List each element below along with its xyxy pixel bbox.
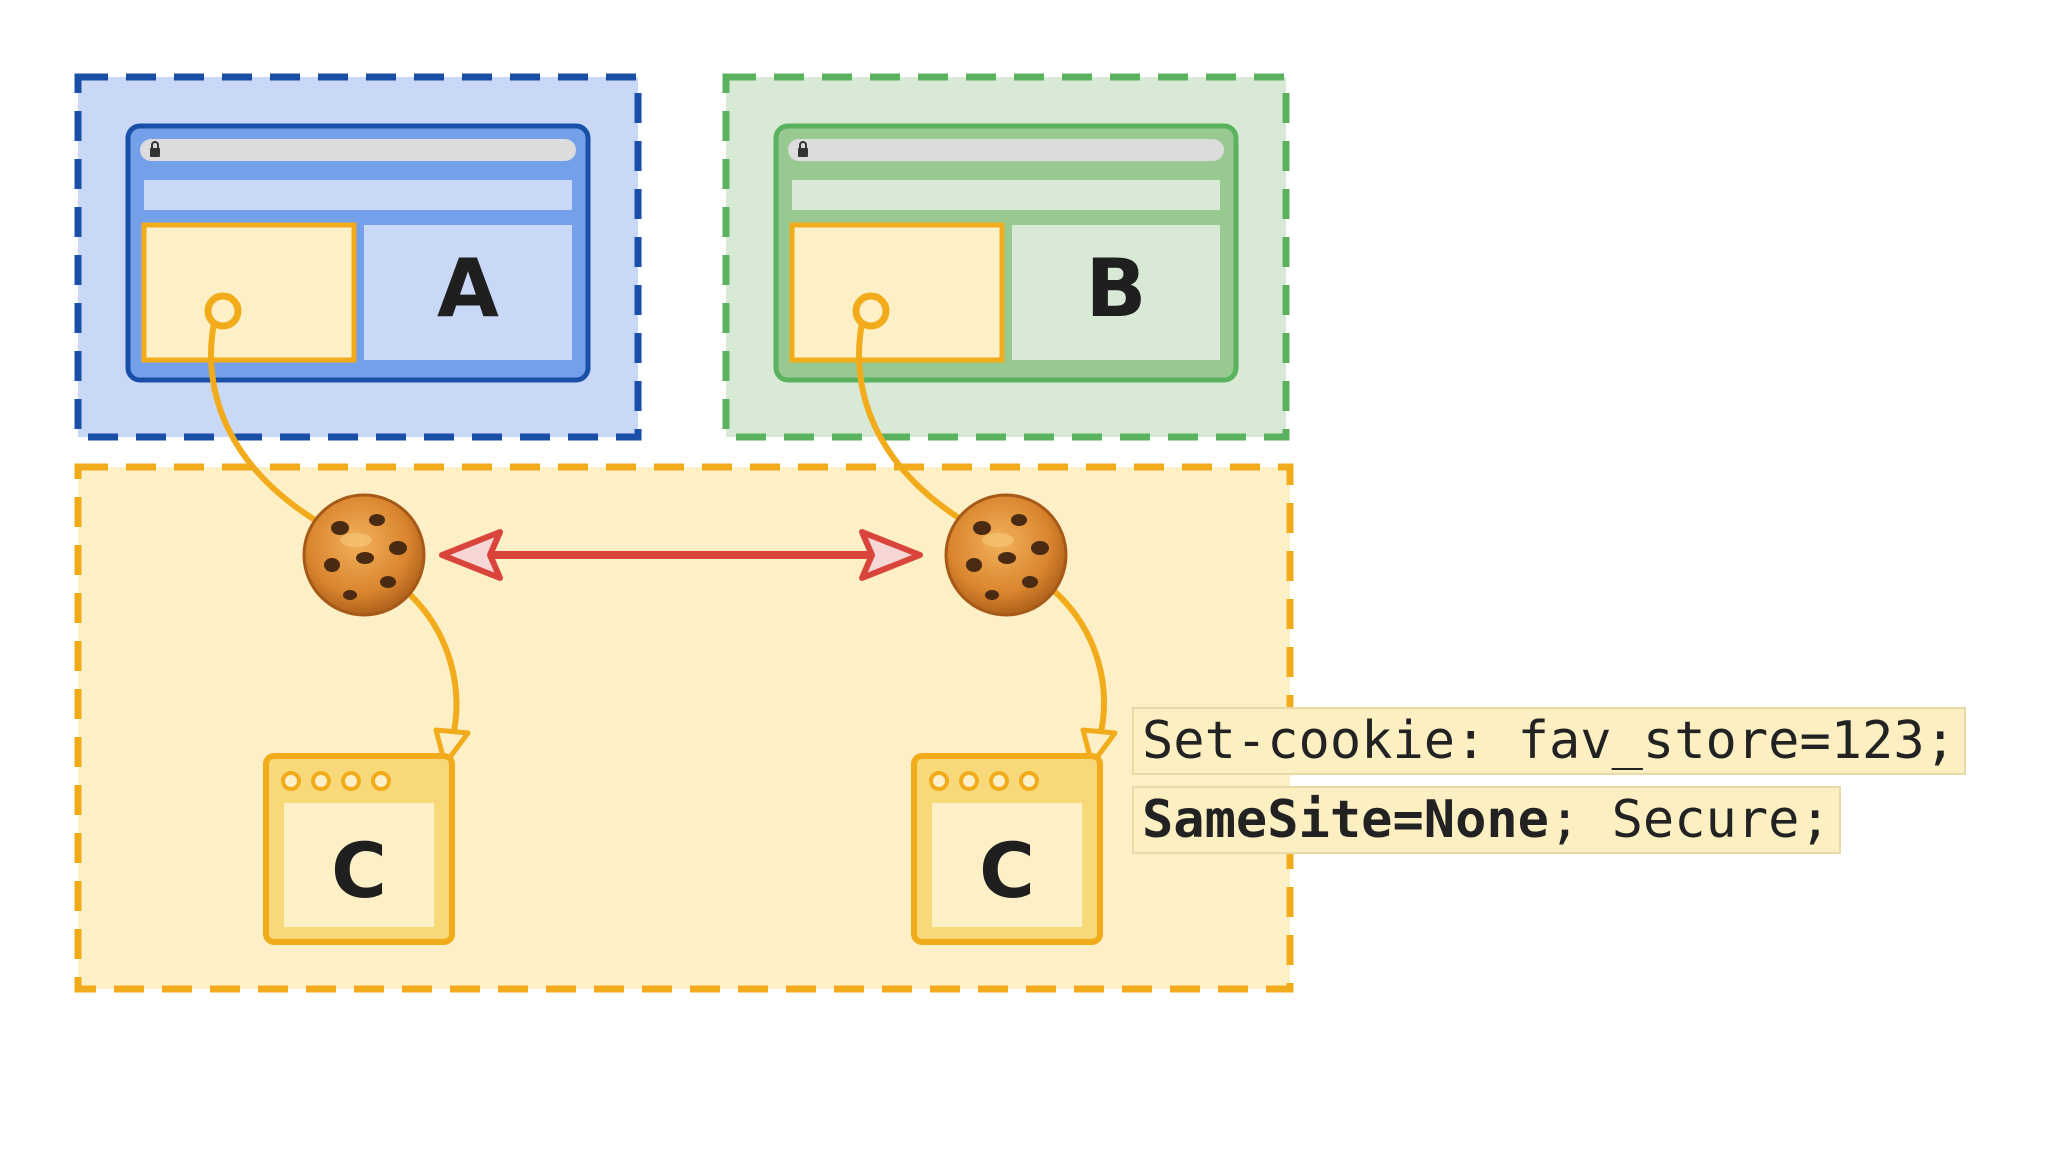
connector-left	[208, 310, 460, 743]
site-b-content-panel	[1012, 225, 1220, 360]
site-b-browser-window: B	[773, 123, 1239, 383]
third-party-zone	[74, 463, 1294, 993]
site-b-nav-bar	[792, 180, 1220, 210]
window-dots-icon	[281, 771, 391, 791]
connector-right	[856, 310, 1107, 743]
site-a-browser-window: A	[125, 123, 591, 383]
site-a-zone: A	[74, 73, 642, 441]
site-b-embedded-frame	[789, 222, 1005, 363]
site-a-nav-bar	[144, 180, 572, 210]
site-a-label: A	[437, 242, 499, 335]
window-dots-icon	[929, 771, 1039, 791]
origin-dot-b	[852, 292, 890, 330]
cookie-header-line-1: Set-cookie: fav_store=123;	[1132, 707, 1966, 775]
cookie-icon	[302, 493, 426, 617]
third-party-label-left: C	[331, 826, 387, 915]
site-a-address-bar	[140, 139, 576, 161]
third-party-window-right: C	[911, 753, 1103, 945]
lock-icon	[798, 141, 808, 157]
third-party-window-left: C	[263, 753, 455, 945]
cookie-icon	[944, 493, 1068, 617]
site-b-label: B	[1086, 242, 1147, 335]
lock-icon	[150, 141, 160, 157]
site-b-zone: B	[722, 73, 1290, 441]
secure-attribute: ; Secure;	[1549, 790, 1831, 850]
third-party-label-right: C	[979, 826, 1035, 915]
site-b-address-bar	[788, 139, 1224, 161]
origin-dot-a	[204, 292, 242, 330]
samesite-attribute: SameSite=None	[1142, 790, 1549, 850]
site-a-embedded-frame	[141, 222, 357, 363]
shared-cookie-arrow	[439, 529, 923, 581]
site-a-content-panel	[364, 225, 572, 360]
cookie-header-line-2: SameSite=None; Secure;	[1132, 786, 1841, 854]
